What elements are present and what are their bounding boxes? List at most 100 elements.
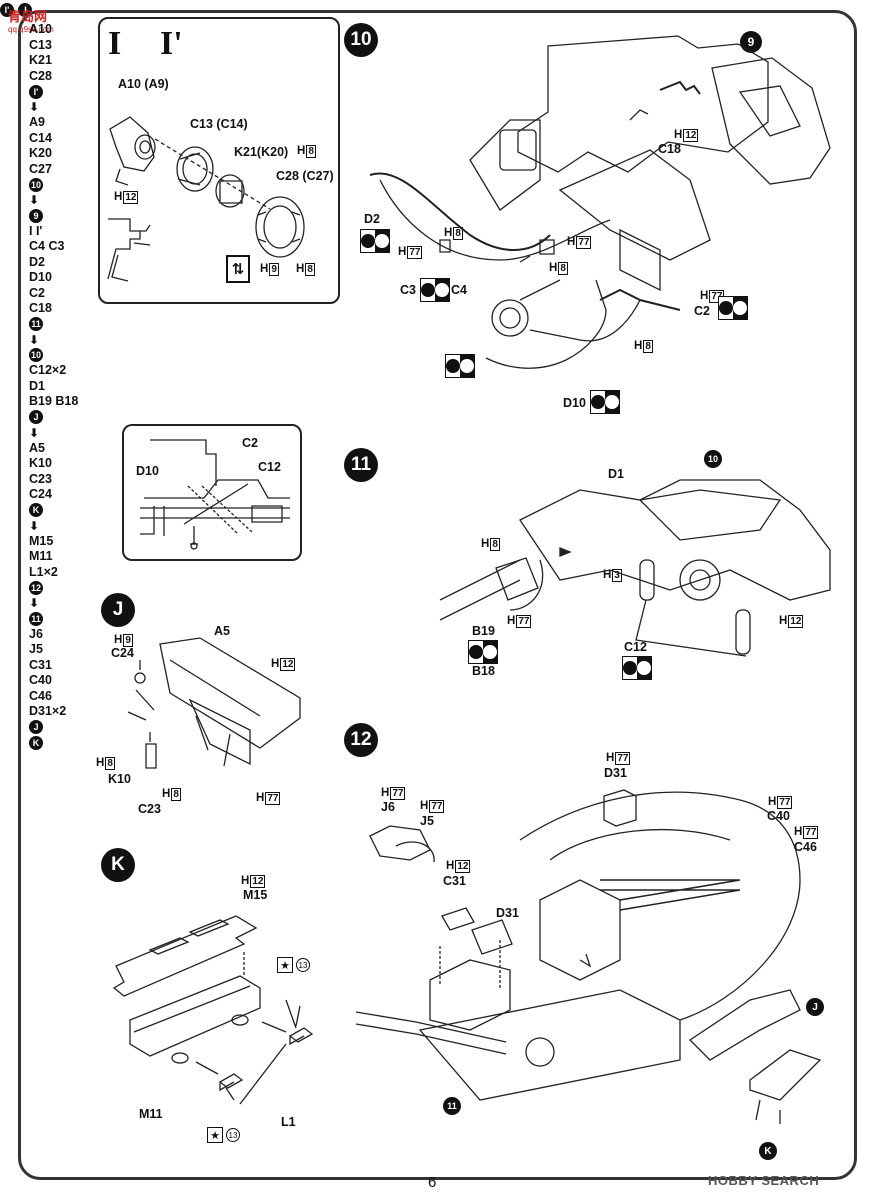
sequence-item: C24 [29, 487, 119, 503]
sequence-item: ⬇ [29, 425, 119, 441]
sequence-part-label: C14 [29, 130, 52, 145]
part-label-c3: C3 [400, 283, 416, 297]
sequence-part-label: B19 B18 [29, 394, 79, 408]
part-label-b19: B19 [472, 624, 495, 638]
sequence-part-label: C46 [29, 688, 52, 703]
part-label-d1: D1 [608, 467, 624, 481]
sequence-item: K [29, 503, 119, 519]
part-label-c31: C31 [443, 874, 466, 888]
sequence-item: D10 [29, 270, 119, 286]
sequence-item: M11 [29, 549, 119, 565]
sequence-part-label: C12×2 [29, 363, 67, 377]
sequence-part-label: C23 [29, 471, 52, 486]
step-i-prime-ref-badge: I' [0, 3, 14, 17]
page-frame [18, 10, 857, 1180]
paint-swatch-c12 [622, 656, 652, 680]
sequence-item: C40 [29, 673, 119, 689]
step-ref-badge: K [29, 503, 43, 518]
sequence-item: D1 [29, 379, 119, 395]
sequence-part-label: M11 [29, 549, 53, 563]
part-label-d10: D10 [563, 396, 586, 410]
paint-swatch-b19-b18 [468, 640, 498, 664]
sequence-item: J [29, 720, 119, 736]
step-11-badge: 11 [344, 448, 378, 482]
sequence-item: L1×2 [29, 565, 119, 581]
paint-swatch-c2 [718, 296, 748, 320]
sequence-item: J [29, 410, 119, 426]
page-number: 6 [428, 1174, 437, 1191]
part-label-d31-top: D31 [604, 766, 627, 780]
part-label-a10: A10 (A9) [118, 77, 169, 91]
paint-swatch-hub [445, 354, 475, 378]
step-ref-badge: 10 [29, 177, 43, 192]
step-10-ref-badge: 10 [704, 450, 722, 468]
step-12-badge: 12 [344, 723, 378, 757]
sequence-part-label: C24 [29, 487, 52, 501]
paint-swatch-c3-c4 [420, 278, 450, 302]
sequence-part-label: L1×2 [29, 564, 58, 579]
sequence-part-label: D31×2 [29, 704, 67, 718]
sequence-item: 11 [29, 611, 119, 627]
down-arrow-icon: ⬇ [29, 596, 40, 611]
sequence-item: D31×2 [29, 704, 119, 720]
note-13-top: ★13 [277, 957, 310, 973]
sequence-item: I I' [29, 224, 119, 240]
part-label-m15: M15 [243, 888, 268, 902]
symmetry-arrows-icon: ⇅ [226, 255, 250, 283]
sequence-part-label: C40 [29, 673, 52, 687]
sequence-item: ⬇ [29, 596, 119, 612]
sequence-part-label: K20 [29, 146, 52, 160]
step-j-badge: J [101, 593, 135, 627]
sequence-part-label: C2 [29, 285, 45, 300]
sequence-item: 10 [29, 348, 119, 364]
sequence-part-label: K21 [29, 53, 52, 67]
sequence-item: 10 [29, 177, 119, 193]
part-label-d31-lower: D31 [496, 906, 519, 920]
down-arrow-icon: ⬇ [29, 518, 40, 533]
sequence-part-label: J6 [29, 626, 43, 641]
sequence-item: A9 [29, 115, 119, 131]
sequence-item: D2 [29, 255, 119, 271]
step-10-badge: 10 [344, 23, 378, 57]
sequence-part-label: D1 [29, 378, 45, 393]
sequence-item: A5 [29, 441, 119, 457]
sequence-item: C4 C3 [29, 239, 119, 255]
sequence-part-label: A5 [29, 440, 45, 455]
step-j-ref-badge: J [806, 998, 824, 1016]
sequence-item: 11 [29, 317, 119, 333]
paint-swatch-d10 [590, 390, 620, 414]
sequence-part-label: D2 [29, 254, 45, 269]
sequence-item: J6 [29, 627, 119, 643]
part-label-a5: A5 [214, 624, 230, 638]
sequence-part-label: I I' [29, 223, 43, 238]
sequence-item: C14 [29, 131, 119, 147]
sequence-item: ⬇ [29, 100, 119, 116]
step-11-ref-badge: 11 [443, 1097, 461, 1115]
down-arrow-icon: ⬇ [29, 332, 40, 347]
part-label-j6: J6 [381, 800, 395, 814]
part-label-j5: J5 [420, 814, 434, 828]
detail-drawing [140, 439, 290, 550]
step-i-prime-badge: I' [160, 25, 183, 62]
note-13-bottom: ★13 [207, 1127, 240, 1143]
